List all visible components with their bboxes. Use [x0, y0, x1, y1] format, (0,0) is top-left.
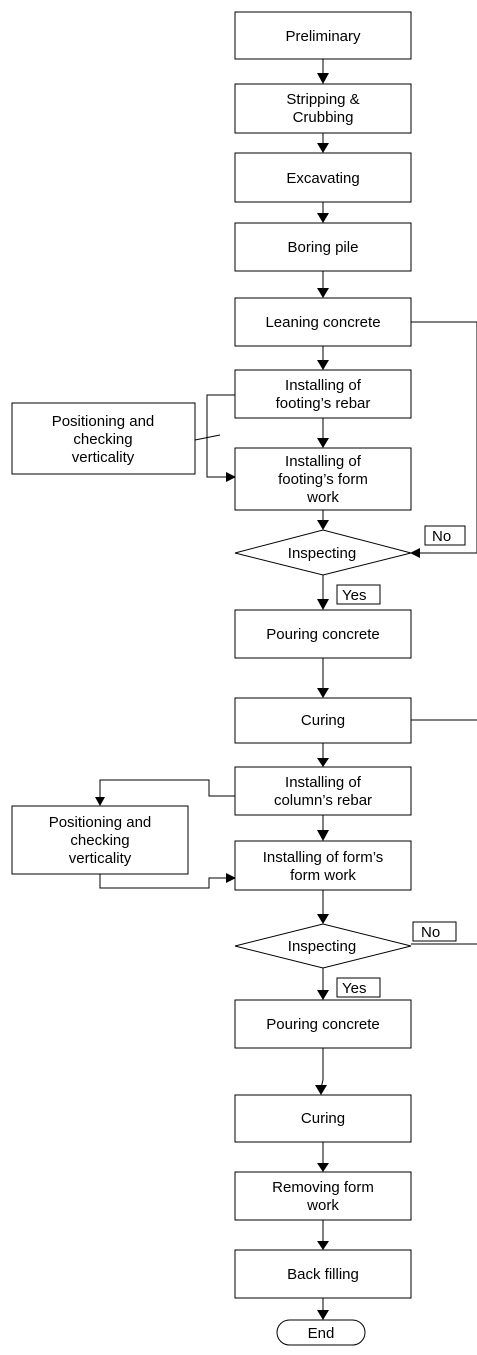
branch-label: No — [432, 528, 451, 545]
side-connector-footing-tick — [194, 434, 221, 441]
arrowhead — [317, 360, 329, 370]
arrowhead — [317, 1241, 329, 1250]
node-form-form-work: Installing of form’s form work — [234, 840, 412, 891]
node-label: Excavating — [286, 170, 359, 187]
node-label: Removing form — [272, 1179, 374, 1196]
terminal-end: End — [276, 1319, 366, 1346]
decision-inspecting-1: Inspecting — [234, 529, 412, 576]
arrowhead — [317, 520, 329, 530]
arrowhead — [317, 1163, 329, 1172]
side-connector-column — [99, 779, 235, 797]
node-removing-form-work: Removing form work — [234, 1171, 412, 1221]
side-connector-column-bottom — [99, 874, 226, 889]
arrowhead — [317, 830, 329, 841]
arrowhead — [95, 797, 105, 806]
arrowhead — [410, 548, 420, 558]
arrowhead — [317, 213, 329, 223]
decision-inspecting-2: Inspecting — [234, 923, 412, 969]
label-no-1: No — [424, 525, 466, 546]
arrowhead — [317, 688, 329, 698]
node-pouring-concrete-1: Pouring concrete — [234, 609, 412, 659]
node-footing-positioning: Positioning and checking verticality — [11, 402, 196, 475]
node-label: Installing of — [285, 377, 362, 394]
node-label: Curing — [301, 1110, 345, 1127]
arrowhead — [317, 143, 329, 153]
arrowhead — [317, 758, 329, 767]
node-label: verticality — [72, 449, 135, 466]
label-yes-2: Yes — [336, 977, 381, 998]
node-label: verticality — [69, 850, 132, 867]
node-label: Leaning concrete — [265, 314, 380, 331]
node-label: End — [308, 1325, 335, 1342]
node-label: footing’s form — [278, 471, 368, 488]
node-preliminary: Preliminary — [234, 11, 412, 60]
node-boring-pile: Boring pile — [234, 222, 412, 272]
node-label: Curing — [301, 712, 345, 729]
loop-no-1 — [411, 321, 477, 554]
node-label: Inspecting — [288, 545, 356, 562]
node-label: form work — [290, 867, 356, 884]
node-label: Boring pile — [288, 239, 359, 256]
node-curing-1: Curing — [234, 697, 412, 744]
node-label: Positioning and — [49, 814, 152, 831]
node-label: checking — [73, 431, 132, 448]
node-curing-2: Curing — [234, 1094, 412, 1143]
node-footing-form: Installing of footing’s form work — [234, 447, 412, 511]
node-label: Positioning and — [52, 413, 155, 430]
arrowhead — [226, 472, 236, 482]
node-label: Crubbing — [293, 109, 354, 126]
node-column-positioning: Positioning and checking verticality — [11, 805, 189, 875]
branch-label: Yes — [342, 980, 366, 997]
label-no-2: No — [412, 921, 457, 942]
node-label: work — [306, 1197, 339, 1214]
arrowhead — [317, 914, 329, 924]
node-excavating: Excavating — [234, 152, 412, 203]
side-connector-footing — [206, 394, 235, 478]
node-leaning-concrete: Leaning concrete — [234, 297, 412, 347]
node-label: Pouring concrete — [266, 626, 379, 643]
node-label: checking — [70, 832, 129, 849]
node-label: Installing of — [285, 774, 362, 791]
arrowhead — [226, 873, 236, 883]
node-label: Pouring concrete — [266, 1016, 379, 1033]
node-label: Back filling — [287, 1266, 359, 1283]
node-pouring-concrete-2: Pouring concrete — [234, 999, 412, 1049]
node-label: footing’s rebar — [276, 395, 371, 412]
node-label: Stripping & — [286, 91, 359, 108]
label-yes-1: Yes — [336, 584, 381, 605]
arrowhead — [317, 73, 329, 84]
arrowhead — [317, 288, 329, 298]
connectors — [95, 59, 477, 1320]
node-label: column’s rebar — [274, 792, 372, 809]
node-label: Preliminary — [285, 28, 361, 45]
node-label: Installing of form’s — [263, 849, 384, 866]
arrowhead — [317, 1310, 329, 1320]
branch-label: Yes — [342, 587, 366, 604]
node-back-filling: Back filling — [234, 1249, 412, 1299]
arrowhead — [317, 990, 329, 1000]
branch-label: No — [421, 924, 440, 941]
node-label: work — [306, 489, 339, 506]
arrowhead — [317, 438, 329, 448]
node-footing-rebar: Installing of footing’s rebar — [234, 369, 412, 419]
node-column-rebar: Installing of column’s rebar — [234, 766, 412, 816]
arrowhead — [317, 599, 329, 610]
node-label: Inspecting — [288, 938, 356, 955]
connector-pouring-curing-2 — [320, 1048, 324, 1089]
arrowhead — [315, 1085, 327, 1095]
node-label: Installing of — [285, 453, 362, 470]
node-stripping: Stripping & Crubbing — [234, 83, 412, 134]
